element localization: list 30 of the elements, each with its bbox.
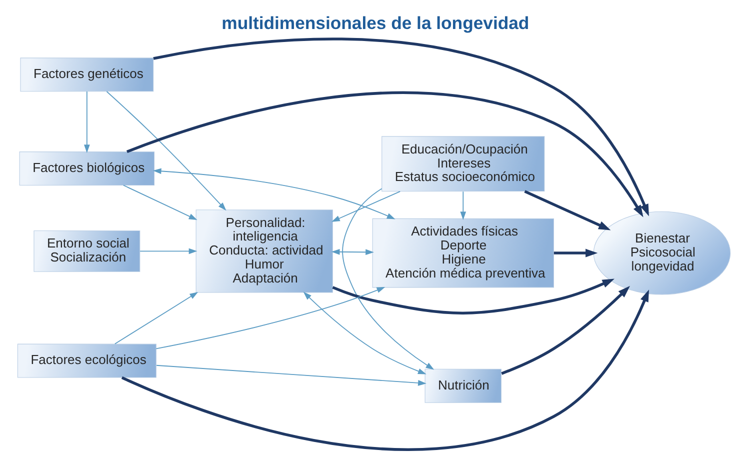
node-box: Factores biológicos — [18, 152, 154, 186]
node-box: Factores ecológicos — [16, 344, 156, 378]
node-box: Actividades físicas Deporte Higiene Atención médica preventiva — [372, 218, 554, 288]
arrow — [330, 190, 400, 222]
node-box: Entorno social Socialización — [33, 230, 140, 272]
arrow — [500, 286, 630, 375]
arrow — [122, 184, 197, 220]
arrow — [139, 248, 197, 254]
arrow — [330, 248, 374, 256]
arrow — [114, 292, 198, 344]
arrow — [120, 290, 648, 451]
node-box: Personalidad: inteligencia Conducta: actividad Humor Adaptación — [195, 210, 332, 293]
diagram-title: multidimensionales de la longevidad — [221, 12, 529, 33]
arrow — [152, 168, 395, 220]
arrow — [152, 38, 648, 216]
arrow — [83, 91, 90, 154]
arrow — [342, 188, 434, 370]
arrow — [553, 248, 598, 258]
arrow — [155, 287, 385, 350]
arrow — [156, 364, 426, 386]
arrow — [524, 190, 610, 230]
arrow — [302, 292, 426, 374]
arrow — [126, 91, 643, 218]
node-box: Factores genéticos — [20, 58, 154, 92]
node-box: Nutrición — [424, 368, 501, 403]
node-ellipse: Bienestar Psicosocial longevidad — [592, 211, 730, 295]
arrow — [332, 278, 614, 314]
node-box: Educación/Ocupación Intereses Estatus socioeconómico — [381, 136, 544, 192]
arrow — [460, 191, 466, 220]
arrow — [106, 91, 226, 211]
